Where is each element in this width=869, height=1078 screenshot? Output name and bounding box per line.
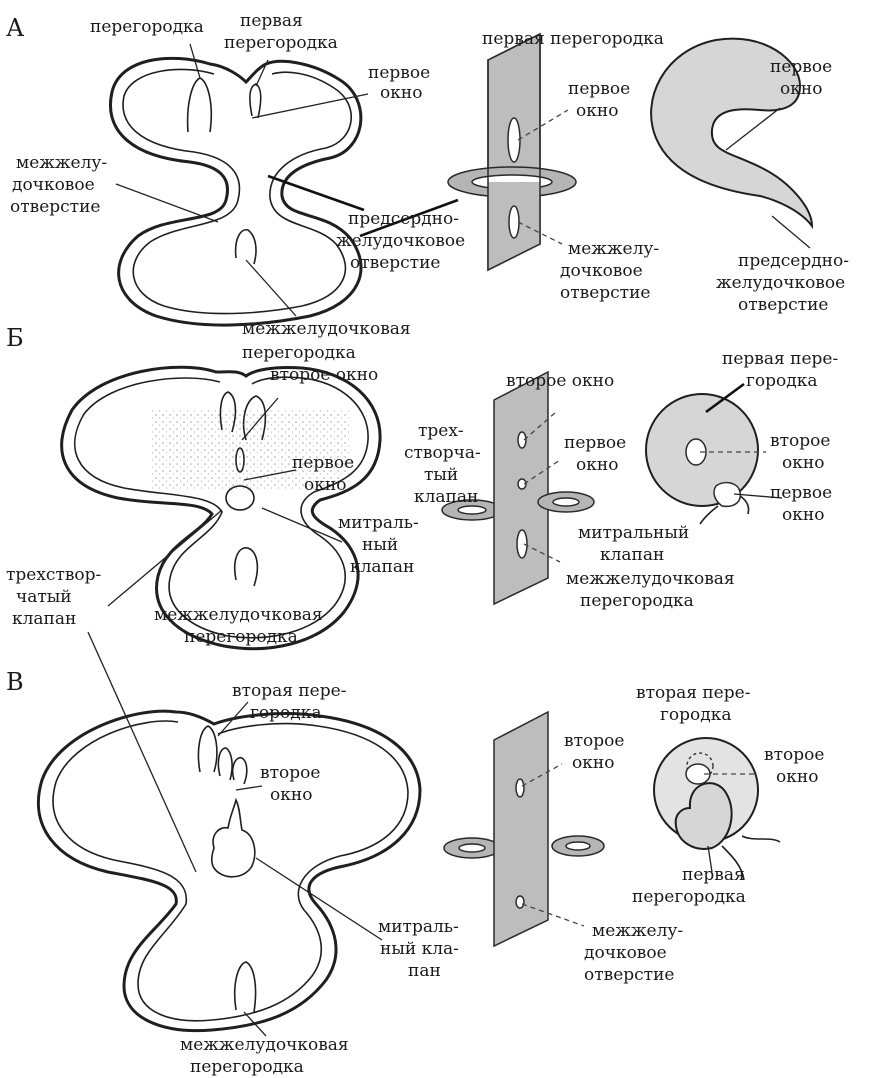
label-a-iv-foramen-2: дочковое xyxy=(12,175,95,195)
panel-b-septum-view xyxy=(646,394,758,524)
label-c-view-first-septum-2: перегородка xyxy=(632,887,746,907)
label-b-iv-septum-2: перегородка xyxy=(184,627,298,647)
label-b-plate-tricuspid-4: клапан xyxy=(414,487,478,507)
panel-c-letter: В xyxy=(6,668,24,696)
label-c-iv-septum-1: межжелудочковая xyxy=(180,1035,349,1055)
label-b-view-second-ostium-1: второе xyxy=(770,431,830,451)
panel-b-letter: Б xyxy=(6,324,24,352)
label-c-view-second-ostium-1: второе xyxy=(764,745,824,765)
label-c-mitral-3: пан xyxy=(408,961,441,981)
label-a-plate-iv-foramen-2: дочковое xyxy=(560,261,643,281)
panel-b: Б перегородка второе окно первое окно ми… xyxy=(6,324,838,649)
label-b-plate-mitral-1: митральный xyxy=(578,523,689,543)
label-a-plate-iv-foramen-3: отверстие xyxy=(560,283,650,303)
label-b-view-second-ostium-2: окно xyxy=(782,453,824,473)
label-c-plate-iv-foramen-1: межжелу- xyxy=(592,921,683,941)
label-a-av-canal-2: желудочковое xyxy=(336,231,465,251)
panel-a-septum-plate xyxy=(448,34,576,270)
label-b-tricuspid-1: трехствор- xyxy=(6,565,101,585)
label-b-plate-tricuspid-2: створча- xyxy=(404,443,481,463)
label-b-view-first-septum-1: первая пере- xyxy=(722,349,838,369)
label-a-av-canal-1: предсердно- xyxy=(348,209,459,229)
label-b-plate-iv-septum-2: перегородка xyxy=(580,591,694,611)
label-a-plate-iv-foramen-1: межжелу- xyxy=(568,239,659,259)
label-b-plate-tricuspid-1: трех- xyxy=(418,421,464,441)
label-c-plate-iv-foramen-2: дочковое xyxy=(584,943,667,963)
label-b-tricuspid-2: чатый xyxy=(16,587,72,607)
label-a-first-septum-2: перегородка xyxy=(224,33,338,53)
label-a-iv-septum-2: перегородка xyxy=(242,343,356,363)
label-c-view-second-ostium-2: окно xyxy=(776,767,818,787)
label-b-plate-second-ostium: второе окно xyxy=(506,371,614,391)
label-a-view-first-ostium-1: первое xyxy=(770,57,832,77)
leader-a-first-septum xyxy=(256,60,268,86)
label-c-plate-second-ostium-2: окно xyxy=(572,753,614,773)
label-c-mitral-2: ный кла- xyxy=(380,939,459,959)
label-a-view-av-3: отверстие xyxy=(738,295,828,315)
label-b-view-first-septum-2: городка xyxy=(746,371,818,391)
leader-c-mitral xyxy=(256,858,382,940)
label-c-view-first-septum-1: первая xyxy=(682,865,745,885)
label-c-second-septum-2: городка xyxy=(250,703,322,723)
label-b-second-ostium: второе окно xyxy=(270,365,378,385)
label-b-iv-septum-1: межжелудочковая xyxy=(154,605,323,625)
panel-a: А перегородка первая перегородка первое … xyxy=(6,11,849,339)
label-b-plate-iv-septum-1: межжелудочковая xyxy=(566,569,735,589)
leader-a-view-first-ostium xyxy=(726,108,780,150)
label-b-mitral-2: ный xyxy=(362,535,398,555)
label-a-av-canal-3: отверстие xyxy=(350,253,440,273)
panel-c-heart-section xyxy=(38,711,420,1031)
panel-c: В вторая пере- городка второе окно митра… xyxy=(6,632,824,1077)
label-b-tricuspid-3: клапан xyxy=(12,609,76,629)
label-a-septum: перегородка xyxy=(90,17,204,37)
label-b-view-first-ostium-1: первое xyxy=(770,483,832,503)
panel-a-heart-section xyxy=(111,58,362,325)
label-b-mitral-3: клапан xyxy=(350,557,414,577)
label-b-plate-first-ostium-2: окно xyxy=(576,455,618,475)
leader-a-iv-septum xyxy=(246,260,296,316)
label-a-view-av-1: предсердно- xyxy=(738,251,849,271)
label-a-iv-foramen-3: отверстие xyxy=(10,197,100,217)
label-b-mitral-1: митраль- xyxy=(338,513,419,533)
label-a-iv-foramen-1: межжелу- xyxy=(16,153,107,173)
label-a-plate-first-ostium-2: окно xyxy=(576,101,618,121)
label-c-mitral-1: митраль- xyxy=(378,917,459,937)
leader-a-view-av xyxy=(772,216,810,248)
label-a-view-av-2: желудочковое xyxy=(716,273,845,293)
panel-c-septum-view xyxy=(654,738,780,880)
label-b-plate-tricuspid-3: тый xyxy=(424,465,458,485)
label-a-plate-first-septum: первая перегородка xyxy=(482,29,664,49)
leader-a-iv-foramen xyxy=(116,184,218,222)
label-c-plate-second-ostium-1: второе xyxy=(564,731,624,751)
label-c-second-ostium-2: окно xyxy=(270,785,312,805)
panel-a-letter: А xyxy=(6,14,24,42)
label-c-view-second-septum-1: вторая пере- xyxy=(636,683,750,703)
leader-c-second-ostium xyxy=(236,786,262,790)
label-b-plate-mitral-2: клапан xyxy=(600,545,664,565)
leader-b-tricuspid xyxy=(108,510,222,606)
label-a-first-ostium-2: окно xyxy=(380,83,422,103)
label-b-view-first-ostium-2: окно xyxy=(782,505,824,525)
label-a-view-first-ostium-2: окно xyxy=(780,79,822,99)
label-b-first-ostium-2: окно xyxy=(304,475,346,495)
leader-c-second-septum xyxy=(218,702,248,736)
label-c-plate-iv-foramen-3: отверстие xyxy=(584,965,674,985)
label-c-second-ostium-1: второе xyxy=(260,763,320,783)
label-a-first-septum-1: первая xyxy=(240,11,303,31)
label-b-first-ostium-1: первое xyxy=(292,453,354,473)
label-a-iv-septum-1: межжелудочковая xyxy=(242,319,411,339)
label-c-view-second-septum-2: городка xyxy=(660,705,732,725)
label-b-plate-first-ostium-1: первое xyxy=(564,433,626,453)
leader-c-tricuspid xyxy=(88,632,196,872)
label-a-first-ostium-1: первое xyxy=(368,63,430,83)
label-c-iv-septum-2: перегородка xyxy=(190,1057,304,1077)
label-c-second-septum-1: вторая пере- xyxy=(232,681,346,701)
label-a-plate-first-ostium-1: первое xyxy=(568,79,630,99)
